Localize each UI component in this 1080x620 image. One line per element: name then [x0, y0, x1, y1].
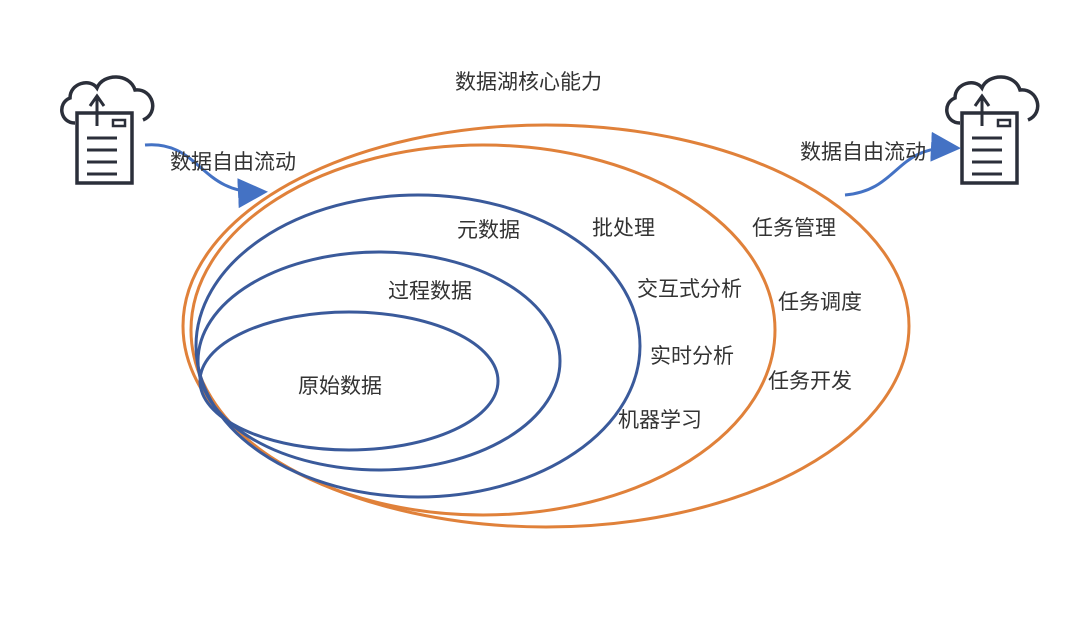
label-task-mgmt: 任务管理 — [752, 216, 836, 240]
label-process-data: 过程数据 — [388, 279, 472, 303]
cloud-server-icon-left — [60, 75, 155, 185]
metadata-ring — [194, 193, 642, 499]
cloud-server-icon-right — [945, 75, 1040, 185]
label-raw-data: 原始数据 — [298, 374, 382, 398]
label-realtime: 实时分析 — [650, 344, 734, 368]
flow-label-right: 数据自由流动 — [800, 140, 926, 164]
diagram-title: 数据湖核心能力 — [455, 70, 602, 94]
label-metadata: 元数据 — [457, 218, 520, 242]
process-data-ring — [196, 250, 562, 472]
flow-arrow-left — [144, 143, 268, 209]
label-task-dev: 任务开发 — [768, 369, 852, 393]
label-interactive: 交互式分析 — [637, 277, 742, 301]
flow-arrow-right — [844, 131, 961, 197]
label-ml: 机器学习 — [618, 408, 702, 432]
flow-label-left: 数据自由流动 — [170, 150, 296, 174]
task-ring — [181, 123, 911, 529]
label-task-schedule: 任务调度 — [778, 290, 862, 314]
raw-data-ring — [198, 310, 500, 452]
label-batch: 批处理 — [592, 216, 655, 240]
processing-ring — [189, 143, 777, 517]
